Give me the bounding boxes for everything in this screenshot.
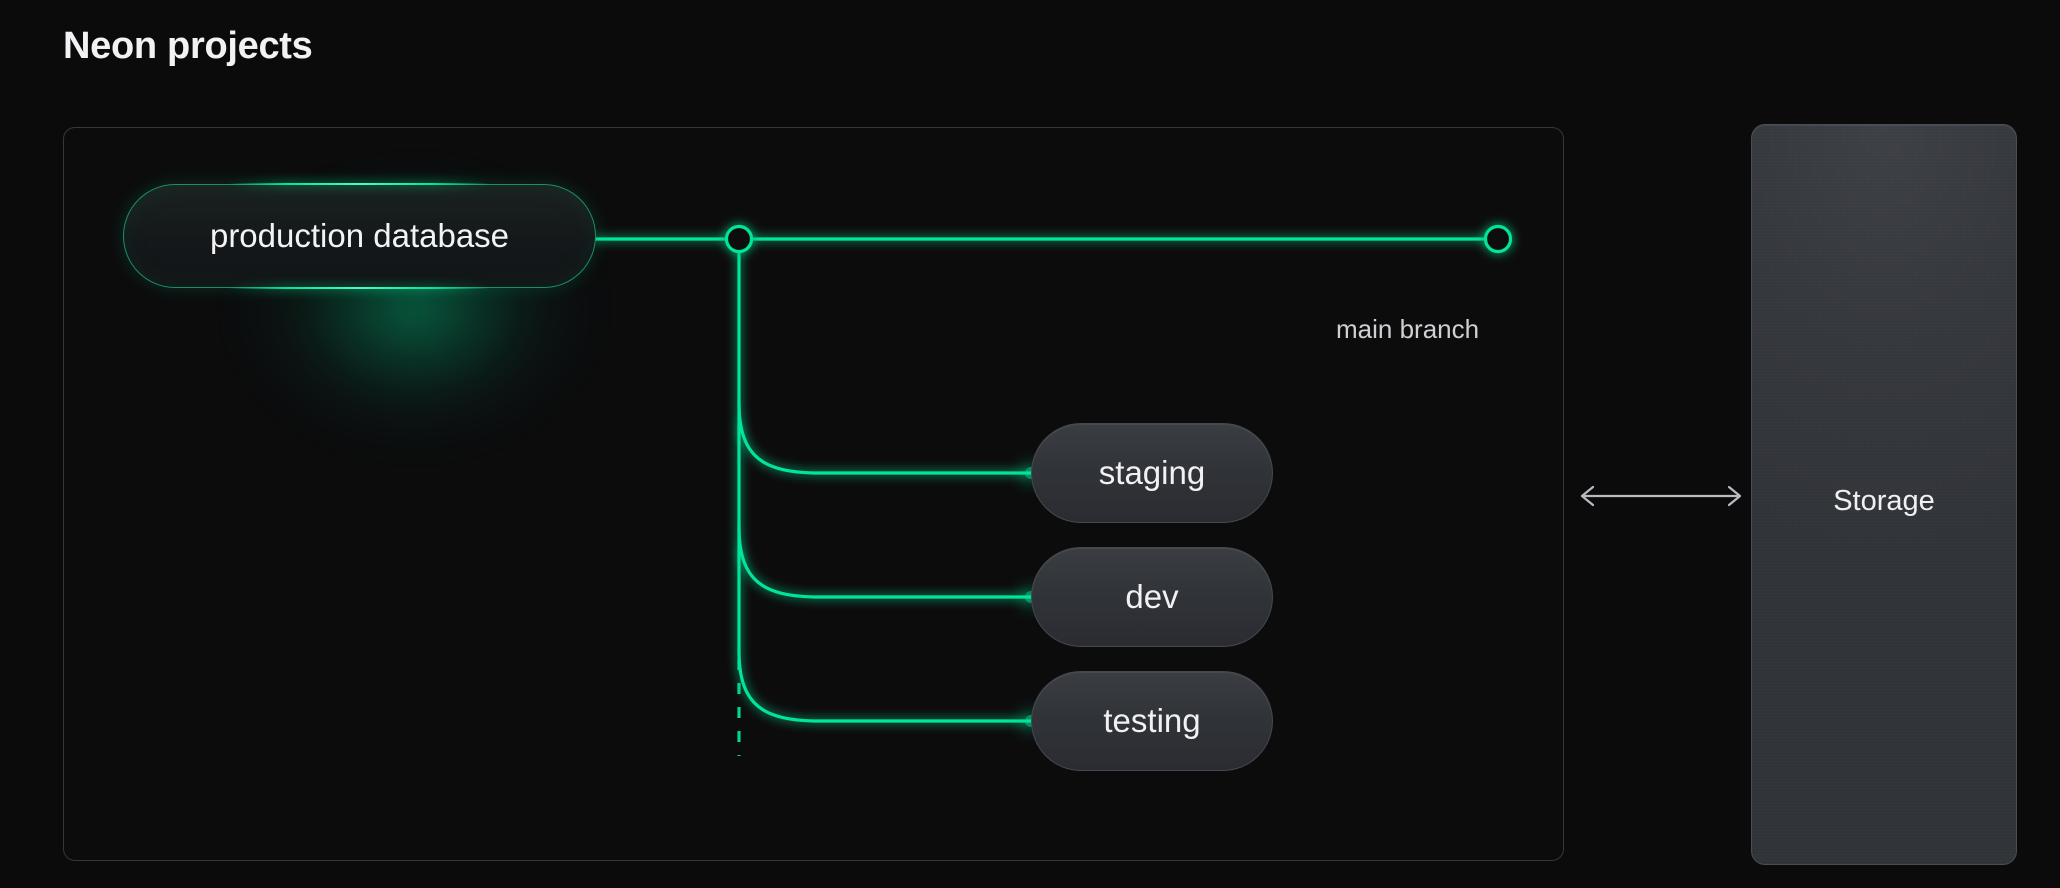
main-branch-endpoint-icon bbox=[1483, 224, 1513, 254]
branch-curve-testing bbox=[737, 649, 1033, 723]
label-main-branch: main branch bbox=[1336, 314, 1480, 344]
node-production-database-label: production database bbox=[209, 217, 510, 254]
node-testing-label: testing bbox=[1103, 702, 1201, 739]
node-testing[interactable]: testing bbox=[1031, 671, 1273, 771]
node-staging-label: staging bbox=[1098, 454, 1206, 491]
storage-panel-label: Storage bbox=[1833, 485, 1935, 517]
node-dev[interactable]: dev bbox=[1031, 547, 1273, 647]
neon-project-panel: production database staging dev testing … bbox=[63, 127, 1564, 861]
double-arrow-icon bbox=[1580, 485, 1742, 507]
branch-curve-dev bbox=[737, 525, 1033, 599]
branch-junction-icon bbox=[724, 224, 754, 254]
node-staging[interactable]: staging bbox=[1031, 423, 1273, 523]
branch-curve-staging bbox=[737, 401, 1033, 475]
node-production-database[interactable]: production database bbox=[123, 184, 596, 288]
storage-panel[interactable]: Storage bbox=[1751, 124, 2017, 865]
page-title: Neon projects bbox=[63, 25, 313, 67]
node-dev-label: dev bbox=[1125, 578, 1179, 615]
